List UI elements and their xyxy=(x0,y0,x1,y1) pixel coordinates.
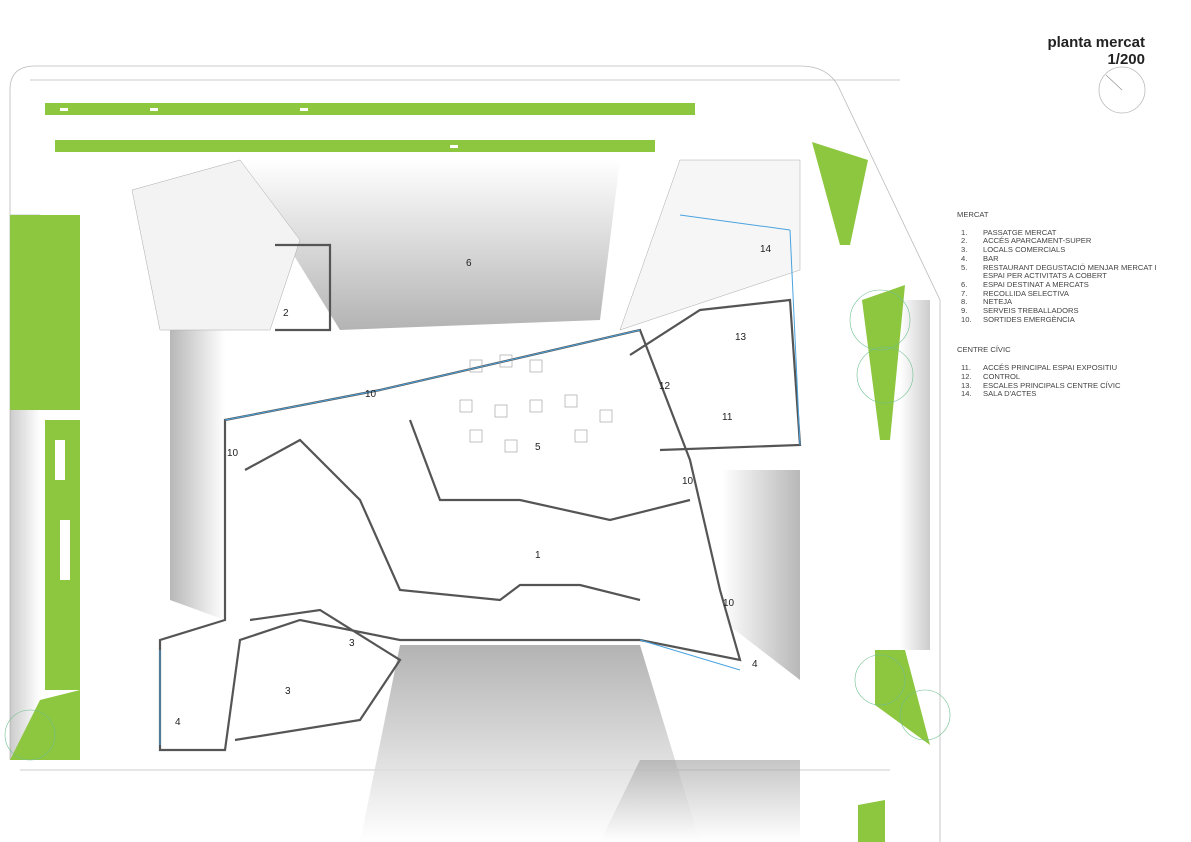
legend-item: 6. ESPAI DESTINAT A MERCATS xyxy=(957,279,1157,290)
stairs-hatch xyxy=(131,159,801,331)
room-label: 4 xyxy=(175,717,181,728)
legend-item: 2. ACCÉS APARCAMENT-SUPER xyxy=(957,237,1157,246)
legend-item-label: NETEJA xyxy=(983,297,1013,307)
legend-item: ESPAI PER ACTIVITATS A COBERT xyxy=(957,272,1157,281)
legend-item-label: RECOLLIDA SELECTIVA xyxy=(983,288,1069,298)
legend-item: 4. BAR xyxy=(957,253,1157,264)
legend-item-label: RESTAURANT DEGUSTACIÓ MENJAR MERCAT I xyxy=(983,262,1157,272)
legend-item-number: 13. xyxy=(961,380,972,390)
room-label: 6 xyxy=(466,258,472,269)
legend-item: 10. SORTIDES EMERGÈNCIA xyxy=(957,314,1157,325)
room-label: 11 xyxy=(722,412,733,423)
legend-item-number: 8. xyxy=(961,297,968,307)
legend-item-number: 4. xyxy=(961,253,968,263)
legend-item-label: SORTIDES EMERGÈNCIA xyxy=(983,314,1075,324)
planting xyxy=(10,103,930,842)
room-label: 2 xyxy=(283,308,289,319)
legend-item-label: PASSATGE MERCAT xyxy=(983,227,1057,237)
room-label: 10 xyxy=(723,598,735,609)
legend-item-label: SALA D'ACTES xyxy=(983,389,1037,399)
room-label: 3 xyxy=(285,686,291,697)
tables xyxy=(459,354,613,453)
legend-heading-mercat: MERCAT xyxy=(957,210,989,219)
north-arrow-icon xyxy=(1098,66,1146,114)
room-label: 10 xyxy=(365,389,377,400)
trees xyxy=(4,289,951,761)
legend: MERCAT 1. PASSATGE MERCAT 2. ACCÉS APARCAME… xyxy=(957,210,1157,399)
legend-item-number: 5. xyxy=(961,262,968,272)
room-label: 1 xyxy=(535,550,541,561)
legend-item-number: 10. xyxy=(961,314,972,324)
legend-item-label: LOCALS COMERCIALS xyxy=(983,245,1066,255)
drawing-title: planta mercat 1/200 xyxy=(1047,34,1145,68)
legend-item: 5. RESTAURANT DEGUSTACIÓ MENJAR MERCAT I xyxy=(957,262,1157,273)
legend-item: 7. RECOLLIDA SELECTIVA xyxy=(957,288,1157,299)
room-label: 4 xyxy=(752,659,758,670)
legend-item-label: BAR xyxy=(983,253,999,263)
glazing xyxy=(159,214,801,745)
legend-item-label: ESCALES PRINCIPALS CENTRE CÍVIC xyxy=(983,380,1121,390)
legend-item-label: ACCÉS APARCAMENT-SUPER xyxy=(983,236,1092,246)
ramps xyxy=(10,160,930,842)
legend-item-number: 3. xyxy=(961,245,968,255)
room-label: 12 xyxy=(659,381,671,392)
legend-item: 11. ACCÉS PRINCIPAL ESPAI EXPOSITIU xyxy=(957,363,1157,373)
room-label: 10 xyxy=(682,476,694,487)
legend-item: 14. SALA D'ACTES xyxy=(957,390,1157,399)
legend-item-number: 1. xyxy=(961,227,968,237)
legend-item-number: 7. xyxy=(961,288,968,298)
legend-item-label: SERVEIS TREBALLADORS xyxy=(983,306,1079,316)
legend-item: 9. SERVEIS TREBALLADORS xyxy=(957,306,1157,316)
legend-item: 3. LOCALS COMERCIALS xyxy=(957,245,1157,255)
legend-item-number: 6. xyxy=(961,279,968,289)
legend-item-label: ESPAI PER ACTIVITATS A COBERT xyxy=(983,271,1107,281)
legend-item-label: ESPAI DESTINAT A MERCATS xyxy=(983,279,1089,289)
room-label: 10 xyxy=(227,448,239,459)
room-label: 5 xyxy=(535,442,541,453)
legend-item: 1. PASSATGE MERCAT xyxy=(957,227,1157,238)
legend-item-label: CONTROL xyxy=(983,371,1021,381)
legend-item: 12. CONTROL xyxy=(957,371,1157,382)
legend-item: 13. ESCALES PRINCIPALS CENTRE CÍVIC xyxy=(957,380,1157,391)
room-label: 14 xyxy=(760,244,772,255)
title-name: planta mercat xyxy=(1047,34,1145,51)
legend-item-number: 12. xyxy=(961,371,972,381)
room-label: 3 xyxy=(349,638,355,649)
legend-item-number: 9. xyxy=(961,306,968,316)
legend-item-label: ACCÉS PRINCIPAL ESPAI EXPOSITIU xyxy=(983,363,1118,373)
legend-item-number: 11. xyxy=(961,363,971,373)
legend-heading-centre-civic: CENTRE CÍVIC xyxy=(957,345,1011,355)
legend-item: 8. NETEJA xyxy=(957,298,1157,307)
room-label: 13 xyxy=(735,332,747,343)
legend-item-number: 2. xyxy=(961,236,968,246)
legend-item-number: 14. xyxy=(961,389,972,399)
room-labels: 6 2 14 13 12 11 5 10 10 10 10 1 3 3 4 4 xyxy=(175,244,772,728)
title-scale: 1/200 xyxy=(1107,51,1145,68)
